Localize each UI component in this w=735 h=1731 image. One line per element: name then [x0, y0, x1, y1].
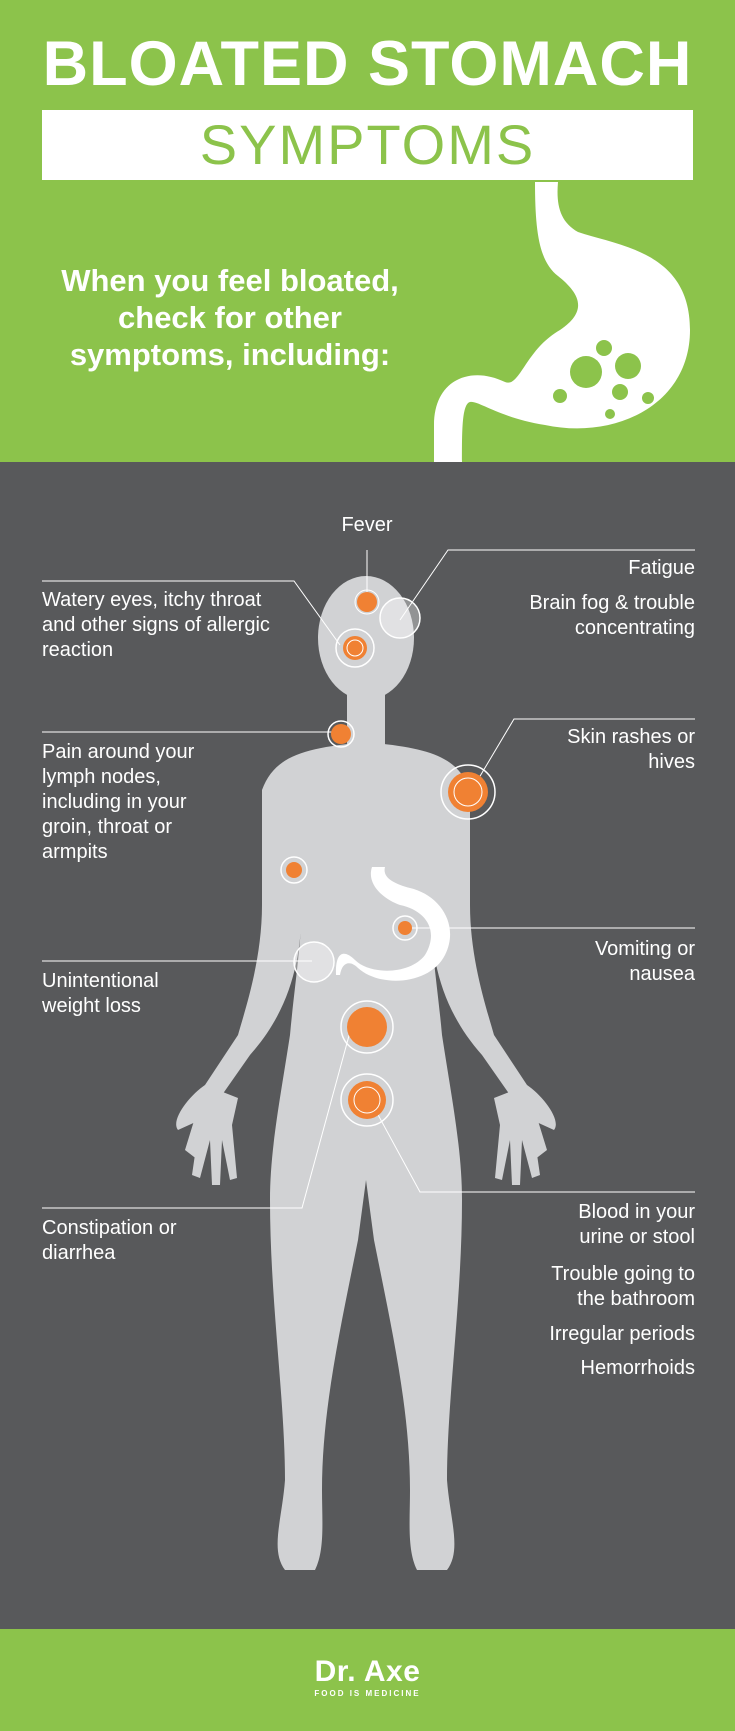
- page-subtitle: SYMPTOMS: [199, 113, 536, 176]
- intro-text: When you feel bloated, check for other s…: [61, 263, 399, 372]
- symptom-allergic: Watery eyes, itchy throat and other sign…: [42, 589, 270, 661]
- subtitle-box: SYMPTOMS: [42, 110, 693, 180]
- logo-tagline: FOOD IS MEDICINE: [314, 1689, 421, 1698]
- header-panel: BLOATED STOMACH SYMPTOMS When you feel b…: [0, 0, 735, 462]
- page-title: BLOATED STOMACH: [42, 29, 693, 99]
- symptom-lymph: Pain around your lymph nodes, including …: [42, 741, 195, 863]
- symptom-blood: Blood in your urine or stool: [578, 1201, 695, 1248]
- symptom-constipation: Constipation or diarrhea: [42, 1217, 177, 1264]
- brand-logo: Dr. Axe FOOD IS MEDICINE: [0, 1655, 735, 1698]
- symptom-weight-loss: Unintentional weight loss: [42, 970, 159, 1017]
- symptom-hemorrhoids: Hemorrhoids: [580, 1357, 695, 1379]
- symptom-periods: Irregular periods: [549, 1323, 695, 1345]
- logo-text: Dr. Axe: [314, 1655, 421, 1688]
- body-figure: [42, 549, 695, 1570]
- symptom-fever: Fever: [341, 514, 393, 536]
- footer-panel: [0, 1629, 735, 1731]
- symptom-skin: Skin rashes or hives: [567, 726, 695, 773]
- symptom-vomiting: Vomiting or nausea: [594, 938, 695, 985]
- stomach-icon: [434, 182, 690, 462]
- symptom-fatigue: Fatigue: [628, 557, 695, 579]
- symptom-brain-fog: Brain fog & trouble concentrating: [529, 592, 695, 639]
- symptom-bathroom: Trouble going to the bathroom: [551, 1263, 695, 1310]
